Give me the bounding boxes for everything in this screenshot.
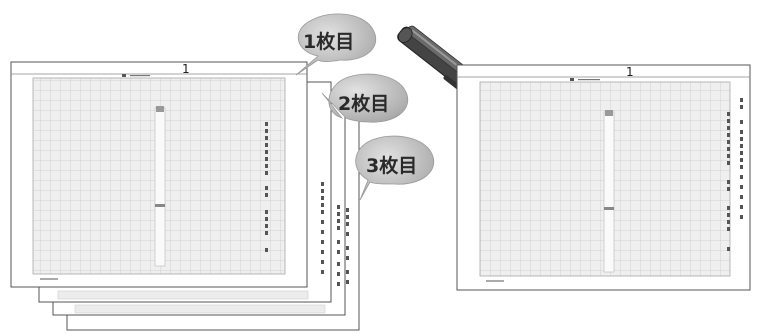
bubble-label-sheet2: 2枚目 xyxy=(338,92,389,115)
bound-document-fold-column xyxy=(603,111,615,273)
sheet2-vertical-text xyxy=(321,182,324,274)
bound-document: 1 xyxy=(456,64,751,291)
manuscript-stack: 1 xyxy=(10,61,360,331)
back-sheet-details xyxy=(57,182,349,314)
bubble-sheet1: 1枚目 xyxy=(295,13,377,76)
bubble-label-sheet1: 1枚目 xyxy=(303,30,354,53)
front-sheet-fold-column xyxy=(154,107,166,267)
bubble-sheet3: 3枚目 xyxy=(355,135,435,201)
bubble-label-sheet3: 3枚目 xyxy=(366,154,417,177)
front-sheet: 1 xyxy=(10,61,308,288)
speech-bubble-icon xyxy=(295,13,377,76)
speech-bubble-icon xyxy=(321,73,409,123)
front-sheet-vertical-text xyxy=(265,122,268,252)
speech-bubble-icon xyxy=(355,135,435,201)
front-sheet-page-number: 1 xyxy=(182,62,190,76)
bound-document-vertical-text xyxy=(727,98,743,251)
bound-document-page-number: 1 xyxy=(626,65,634,79)
sheet3-vertical-text xyxy=(337,205,349,286)
bubble-sheet2: 2枚目 xyxy=(321,73,409,123)
